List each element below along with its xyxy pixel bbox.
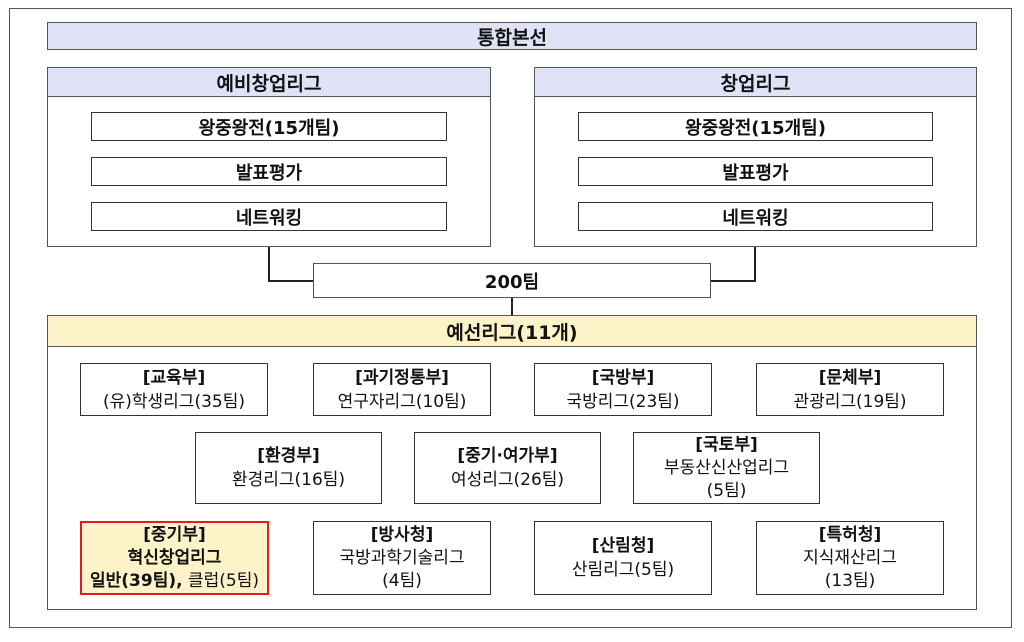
- merge-200-teams: 200팀: [313, 263, 711, 298]
- ministry-box-dapa: [방사청] 국방과학기술리그 (4팀): [313, 521, 491, 595]
- connector-right-vertical: [754, 247, 756, 281]
- pre-startup-league-title: 예비창업리그: [48, 68, 490, 97]
- prelim-league-title: 예선리그(11개): [446, 321, 578, 344]
- left-step-finals: 왕중왕전(15개팀): [91, 112, 447, 141]
- ministry-box-defense: [국방부] 국방리그(23팀): [534, 363, 712, 416]
- connector-center-vertical: [511, 298, 513, 316]
- connector-left-vertical: [268, 247, 270, 281]
- left-step-presentation: 발표평가: [91, 157, 447, 186]
- prelim-league-header: 예선리그(11개): [47, 315, 977, 347]
- ministry-box-patent: [특허청] 지식재산리그 (13팀): [756, 521, 944, 595]
- right-step-presentation: 발표평가: [578, 157, 933, 186]
- ministry-box-sme-highlighted: [중기부] 혁신창업리그 일반(39팀), 클럽(5팀): [80, 521, 269, 595]
- ministry-box-forest: [산림청] 산림리그(5팀): [534, 521, 712, 595]
- ministry-box-land: [국토부] 부동산신산업리그 (5팀): [633, 432, 820, 504]
- ministry-box-education: [교육부] (유)학생리그(35팀): [80, 363, 268, 416]
- startup-league-title: 창업리그: [535, 68, 976, 97]
- ministry-box-culture: [문체부] 관광리그(19팀): [756, 363, 944, 416]
- right-step-networking: 네트워킹: [578, 202, 933, 231]
- final-round-title: 통합본선: [477, 26, 547, 49]
- final-round-header: 통합본선: [47, 22, 977, 50]
- left-step-networking: 네트워킹: [91, 202, 447, 231]
- connector-right-horizontal: [710, 280, 756, 282]
- connector-left-horizontal: [268, 280, 314, 282]
- right-step-finals: 왕중왕전(15개팀): [578, 112, 933, 141]
- diagram-frame: [9, 8, 1012, 628]
- ministry-box-sme-gender: [중기·여가부] 여성리그(26팀): [414, 432, 601, 504]
- ministry-box-environment: [환경부] 환경리그(16팀): [195, 432, 382, 504]
- ministry-box-msit: [과기정통부] 연구자리그(10팀): [313, 363, 491, 416]
